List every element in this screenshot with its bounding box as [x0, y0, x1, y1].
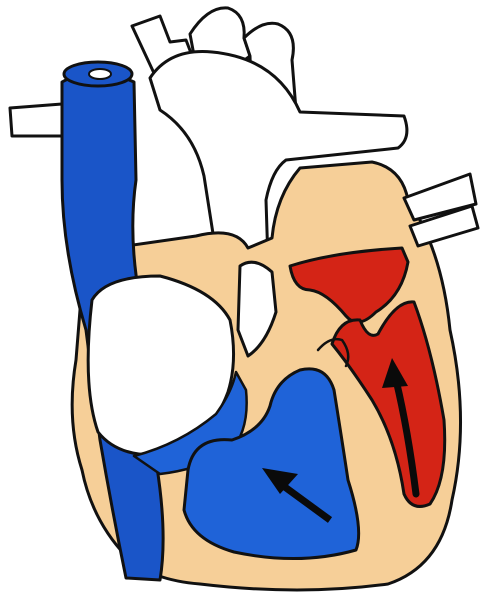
vena-cava-lumen: [89, 69, 111, 79]
pulmonary-artery-left: [10, 104, 64, 136]
